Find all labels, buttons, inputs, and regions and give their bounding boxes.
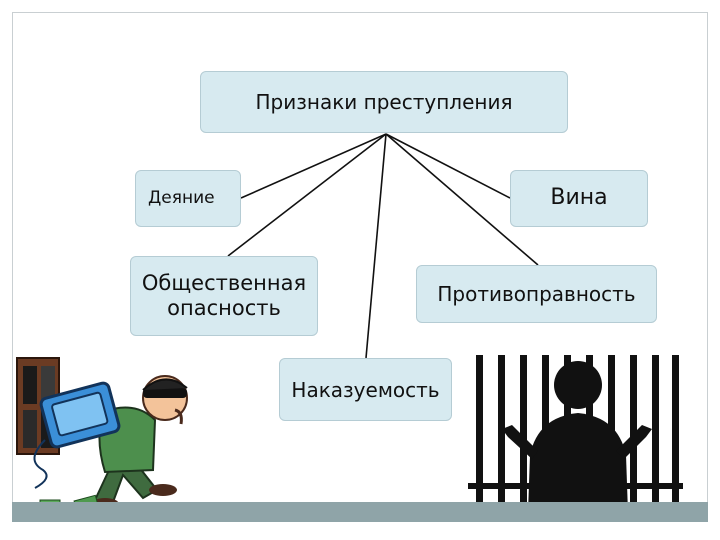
prisoner-head bbox=[554, 361, 602, 409]
thief-illustration bbox=[16, 357, 188, 518]
connector-guilt bbox=[385, 133, 511, 199]
node-illegality-label: Противоправность bbox=[437, 282, 636, 306]
root-node-label: Признаки преступления bbox=[255, 90, 513, 114]
node-punishability-label: Наказуемость bbox=[291, 377, 440, 402]
node-guilt-label: Вина bbox=[550, 185, 608, 211]
node-act-label: Деяние bbox=[148, 188, 215, 209]
connector-act bbox=[240, 133, 387, 199]
connector-public-danger bbox=[227, 133, 387, 257]
node-illegality: Противоправность bbox=[416, 265, 657, 323]
node-punishability: Наказуемость bbox=[279, 358, 452, 421]
thief-mask bbox=[143, 388, 187, 398]
prisoner-behind-bars-illustration bbox=[468, 355, 683, 513]
node-public-danger-label: Общественная опасность bbox=[141, 270, 307, 320]
node-act: Деяние bbox=[135, 170, 241, 227]
node-public-danger: Общественная опасность bbox=[130, 256, 318, 336]
node-guilt: Вина bbox=[510, 170, 648, 227]
root-node: Признаки преступления bbox=[200, 71, 568, 133]
thief-shoe-right bbox=[149, 484, 177, 496]
computer-cable bbox=[33, 439, 48, 489]
bottom-accent-bar bbox=[12, 502, 708, 522]
connector-illegality bbox=[385, 133, 539, 266]
connector-punishability bbox=[365, 133, 387, 359]
prison-bars bbox=[468, 355, 683, 513]
